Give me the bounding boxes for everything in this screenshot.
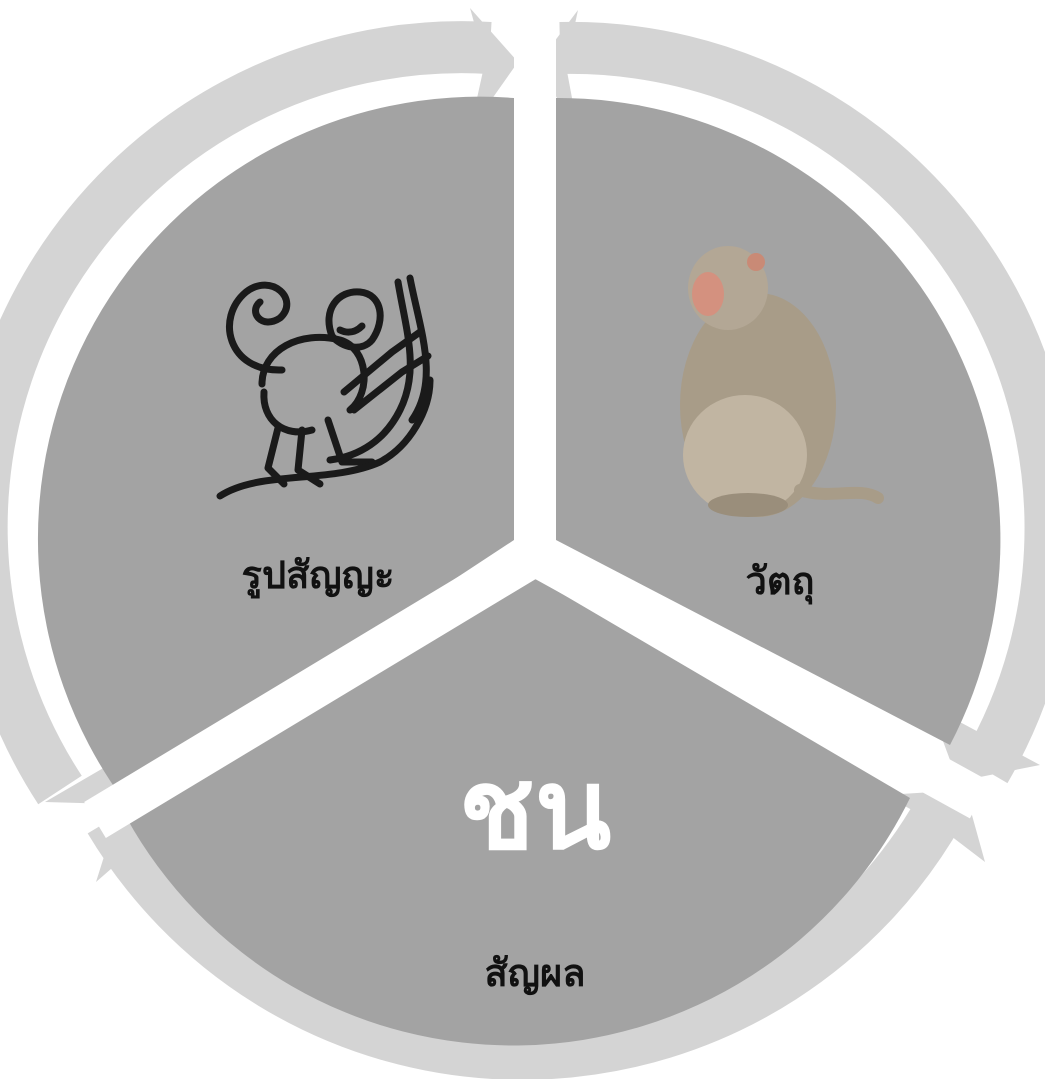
- monkey-photo: [680, 246, 884, 517]
- label-representamen: รูปสัญญะ: [242, 553, 395, 599]
- cycle-ring-arc-top-left: [0, 21, 492, 805]
- segment-interpretant: [125, 578, 910, 1046]
- center-word: ชน: [459, 745, 612, 875]
- monkey-line-icon: [216, 274, 434, 500]
- cycle-ring: [0, 21, 1045, 1079]
- label-interpretant: สัญผล: [484, 951, 585, 995]
- cycle-ring-arc-right: [559, 21, 1045, 784]
- arrowhead-left-bottom: [96, 812, 205, 882]
- cycle-ring-arc-bottom: [87, 797, 963, 1079]
- label-object: วัตถุ: [745, 559, 814, 605]
- separators: [84, 20, 991, 838]
